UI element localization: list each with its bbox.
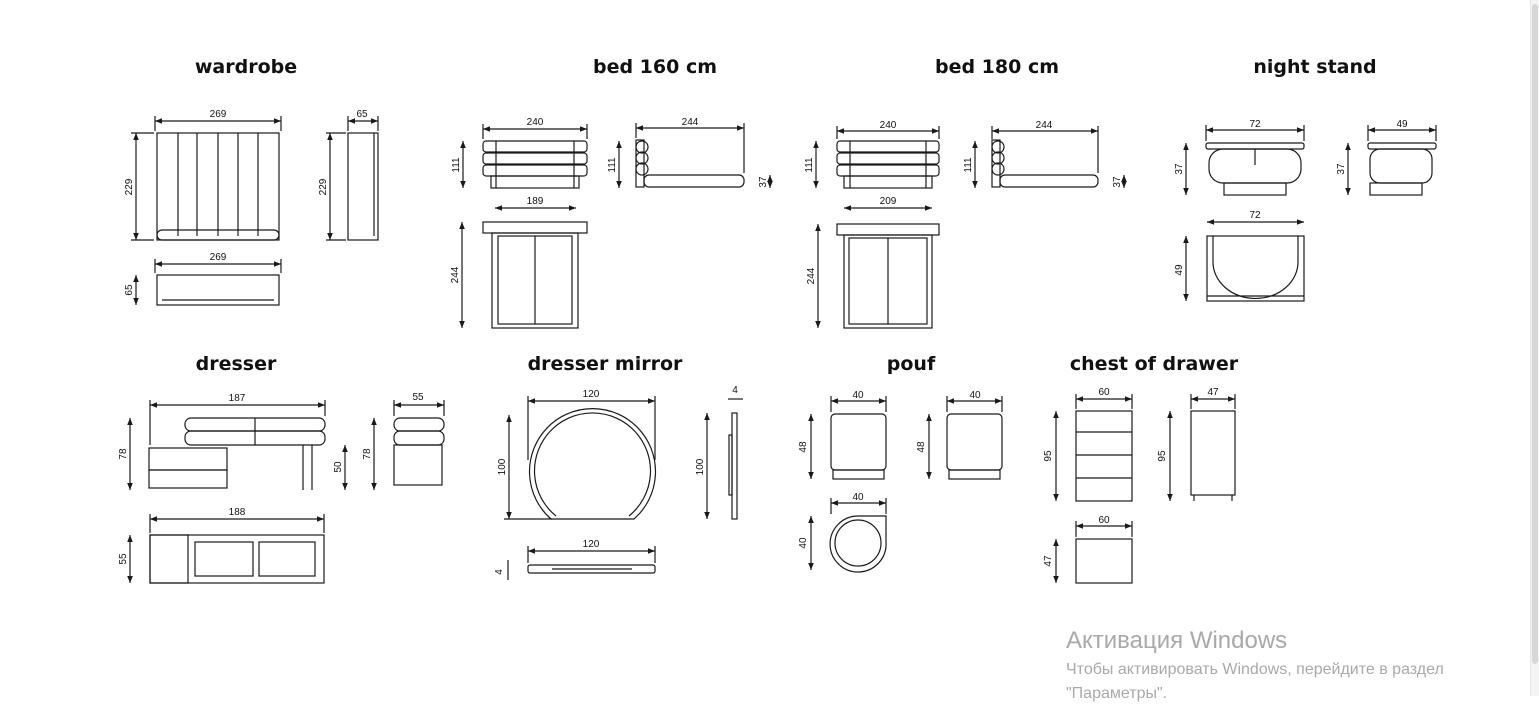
pouf-front-view — [808, 396, 887, 480]
bed-160-title: bed 160 cm — [593, 56, 717, 78]
dim-label: 187 — [229, 393, 246, 404]
dresser-mirror-title: dresser mirror — [528, 353, 683, 375]
dim-label: 55 — [412, 392, 424, 403]
dim-label: 240 — [880, 120, 897, 131]
dim-label: 40 — [969, 390, 981, 401]
mirror-front-view — [504, 396, 657, 520]
mirror-top-view — [507, 546, 656, 580]
dim-label: 65 — [124, 284, 135, 296]
wardrobe-title: wardrobe — [195, 56, 297, 78]
dim-label: 244 — [806, 267, 817, 284]
dim-label: 40 — [798, 537, 809, 549]
pouf-title: pouf — [887, 353, 936, 375]
chest-title: chest of drawer — [1070, 353, 1239, 375]
bed-180-side-view — [972, 126, 1127, 188]
dim-label: 111 — [804, 157, 815, 173]
dim-label: 37 — [1112, 176, 1123, 188]
bed-160-front-view — [460, 124, 588, 211]
scrollbar-thumb[interactable] — [1532, 4, 1538, 664]
chest-front-view — [1053, 394, 1133, 502]
dim-label: 48 — [916, 441, 927, 453]
dim-label: 47 — [1043, 555, 1054, 567]
chest-top-view — [1053, 521, 1133, 584]
chest-side-view — [1167, 394, 1236, 501]
nightstand-top-view — [1183, 219, 1305, 302]
dim-label: 65 — [356, 109, 368, 120]
dim-label: 4 — [732, 385, 738, 396]
dim-label: 95 — [1157, 450, 1168, 462]
dim-label: 78 — [118, 448, 129, 460]
dim-label: 111 — [963, 157, 974, 173]
dim-label: 100 — [695, 458, 706, 475]
dim-label: 49 — [1174, 264, 1185, 276]
dim-label: 189 — [527, 196, 544, 207]
dim-label: 4 — [494, 569, 505, 575]
dim-label: 60 — [1098, 387, 1110, 398]
dim-label: 111 — [607, 157, 618, 173]
nightstand-front-view — [1183, 125, 1305, 196]
dim-label: 37 — [1336, 163, 1347, 175]
dim-label: 40 — [852, 390, 864, 401]
dim-label: 209 — [880, 196, 897, 207]
vertical-scrollbar[interactable] — [1530, 0, 1539, 696]
dim-label: 100 — [497, 458, 508, 475]
wardrobe-side-view — [326, 116, 379, 241]
dim-label: 47 — [1207, 387, 1219, 398]
bed-180-top-view — [815, 223, 940, 329]
dim-label: 60 — [1098, 515, 1110, 526]
dim-label: 120 — [583, 389, 600, 400]
dim-label: 48 — [798, 441, 809, 453]
dim-label: 120 — [583, 539, 600, 550]
dresser-title: dresser — [196, 353, 277, 375]
dim-label: 244 — [682, 117, 699, 128]
dim-label: 95 — [1043, 450, 1054, 462]
dim-label: 269 — [210, 252, 227, 263]
dim-label: 229 — [318, 178, 329, 195]
dim-label: 37 — [758, 176, 769, 188]
wardrobe-front-view — [131, 116, 282, 241]
dim-label: 55 — [118, 553, 129, 565]
dim-label: 244 — [1036, 120, 1053, 131]
dim-label: 188 — [229, 507, 246, 518]
bed-160-side-view — [616, 123, 773, 188]
dresser-top-view — [127, 514, 325, 584]
mirror-side-view — [704, 398, 743, 520]
dresser-front-view — [127, 400, 348, 490]
nightstand-side-view — [1345, 125, 1437, 196]
dim-label: 50 — [333, 461, 344, 473]
dim-label: 72 — [1249, 119, 1261, 130]
wardrobe-top-view — [133, 259, 282, 306]
dim-label: 229 — [124, 178, 135, 195]
dim-label: 244 — [450, 266, 461, 283]
dim-label: 111 — [451, 157, 462, 173]
bed-180-front-view — [813, 126, 940, 211]
bed-160-top-view — [459, 221, 588, 329]
dim-label: 78 — [362, 448, 373, 460]
dresser-side-view — [371, 400, 445, 490]
dim-label: 240 — [527, 117, 544, 128]
dim-label: 49 — [1396, 119, 1408, 130]
dim-label: 72 — [1249, 210, 1261, 221]
pouf-side-view — [926, 396, 1003, 480]
dim-label: 269 — [210, 109, 227, 120]
nightstand-title: night stand — [1253, 56, 1376, 78]
dim-label: 40 — [852, 492, 864, 503]
dim-label: 37 — [1174, 163, 1185, 175]
bed-180-title: bed 180 cm — [935, 56, 1059, 78]
pouf-top-view — [808, 498, 887, 573]
